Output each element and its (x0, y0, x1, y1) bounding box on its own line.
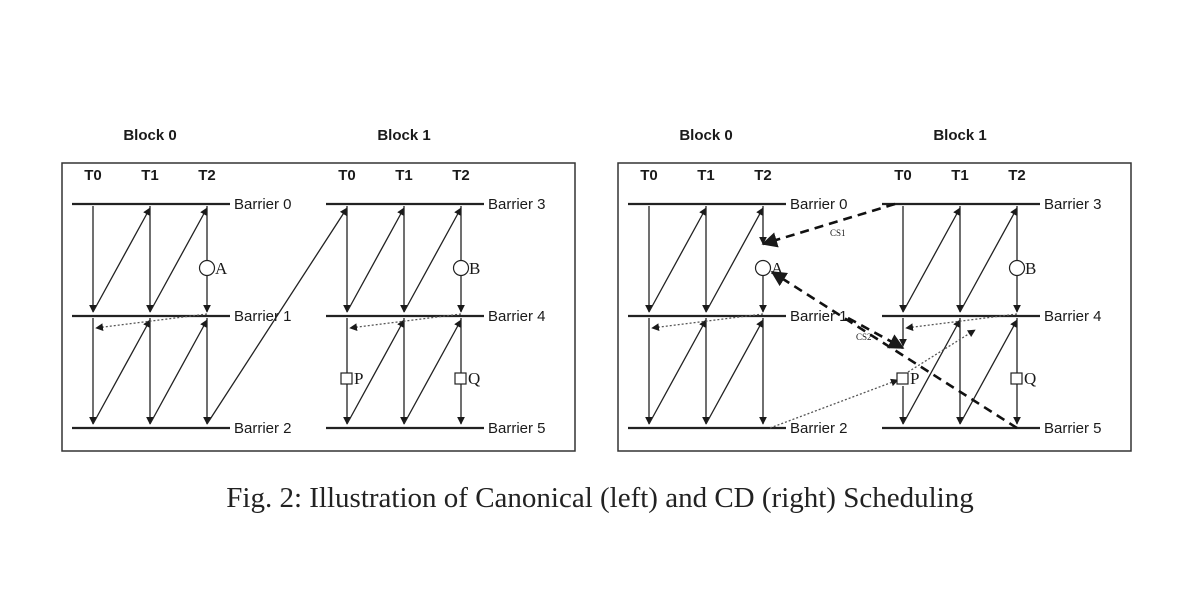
barrier-label: Barrier 5 (1044, 420, 1102, 437)
cs2-arrow (847, 316, 905, 350)
barrier-label: Barrier 3 (488, 196, 546, 213)
thread-label: T1 (951, 167, 969, 184)
barrier-lines (628, 202, 1040, 430)
block-label: Block 1 (933, 127, 986, 144)
point-marker (198, 259, 216, 277)
thread-label: T2 (452, 167, 470, 184)
figure-caption: Fig. 2: Illustration of Canonical (left)… (226, 482, 974, 514)
context-switch-arrows (761, 202, 1018, 430)
dotted-arrows (651, 313, 1018, 429)
thread-label: T2 (198, 167, 216, 184)
thread-label: T2 (1008, 167, 1026, 184)
barrier-lines (72, 202, 484, 430)
execution-arrows (645, 206, 1021, 425)
square-marker (454, 372, 467, 385)
thread-label: T0 (338, 167, 356, 184)
point-marker (452, 259, 470, 277)
square-marker (1010, 372, 1023, 385)
thread-label: T0 (894, 167, 912, 184)
marker-label: P (910, 369, 919, 388)
block-label: Block 0 (679, 127, 732, 144)
thread-label: T0 (84, 167, 102, 184)
dotted-arrows (95, 313, 462, 331)
barrier-label: Barrier 2 (790, 420, 848, 437)
marker-label: Q (1024, 369, 1036, 388)
cs2-label: CS2 (856, 332, 872, 342)
marker-label: A (215, 259, 228, 278)
canonical-panel: Block 0 Block 1 T0 T1 T2 T0 T1 T2 Barrie… (61, 127, 576, 452)
marker-label: A (771, 259, 784, 278)
marker-label: B (469, 259, 480, 278)
barrier-label: Barrier 4 (1044, 308, 1102, 325)
marker-label: Q (468, 369, 480, 388)
thread-label: T2 (754, 167, 772, 184)
block-label: Block 0 (123, 127, 176, 144)
point-marker (754, 259, 772, 277)
barrier-label: Barrier 0 (234, 196, 292, 213)
thread-label: T1 (395, 167, 413, 184)
panel-frame (617, 162, 1132, 452)
square-marker (340, 372, 353, 385)
thread-label: T1 (697, 167, 715, 184)
block-label: Block 1 (377, 127, 430, 144)
barrier-label: Barrier 2 (234, 420, 292, 437)
cs1-label: CS1 (830, 228, 846, 238)
thread-label: T1 (141, 167, 159, 184)
barrier-label: Barrier 3 (1044, 196, 1102, 213)
marker-label: B (1025, 259, 1036, 278)
execution-arrows (89, 206, 465, 425)
barrier-label: Barrier 1 (234, 308, 292, 325)
barrier-label: Barrier 5 (488, 420, 546, 437)
barrier-label: Barrier 0 (790, 196, 848, 213)
panel-frame (61, 162, 576, 452)
marker-label: P (354, 369, 363, 388)
barrier-label: Barrier 4 (488, 308, 546, 325)
point-marker (1008, 259, 1026, 277)
square-marker (896, 372, 909, 385)
cd-panel: Block 0 Block 1 T0 T1 T2 T0 T1 T2 Barrie… (617, 127, 1132, 452)
thread-label: T0 (640, 167, 658, 184)
barrier-label: Barrier 1 (790, 308, 848, 325)
